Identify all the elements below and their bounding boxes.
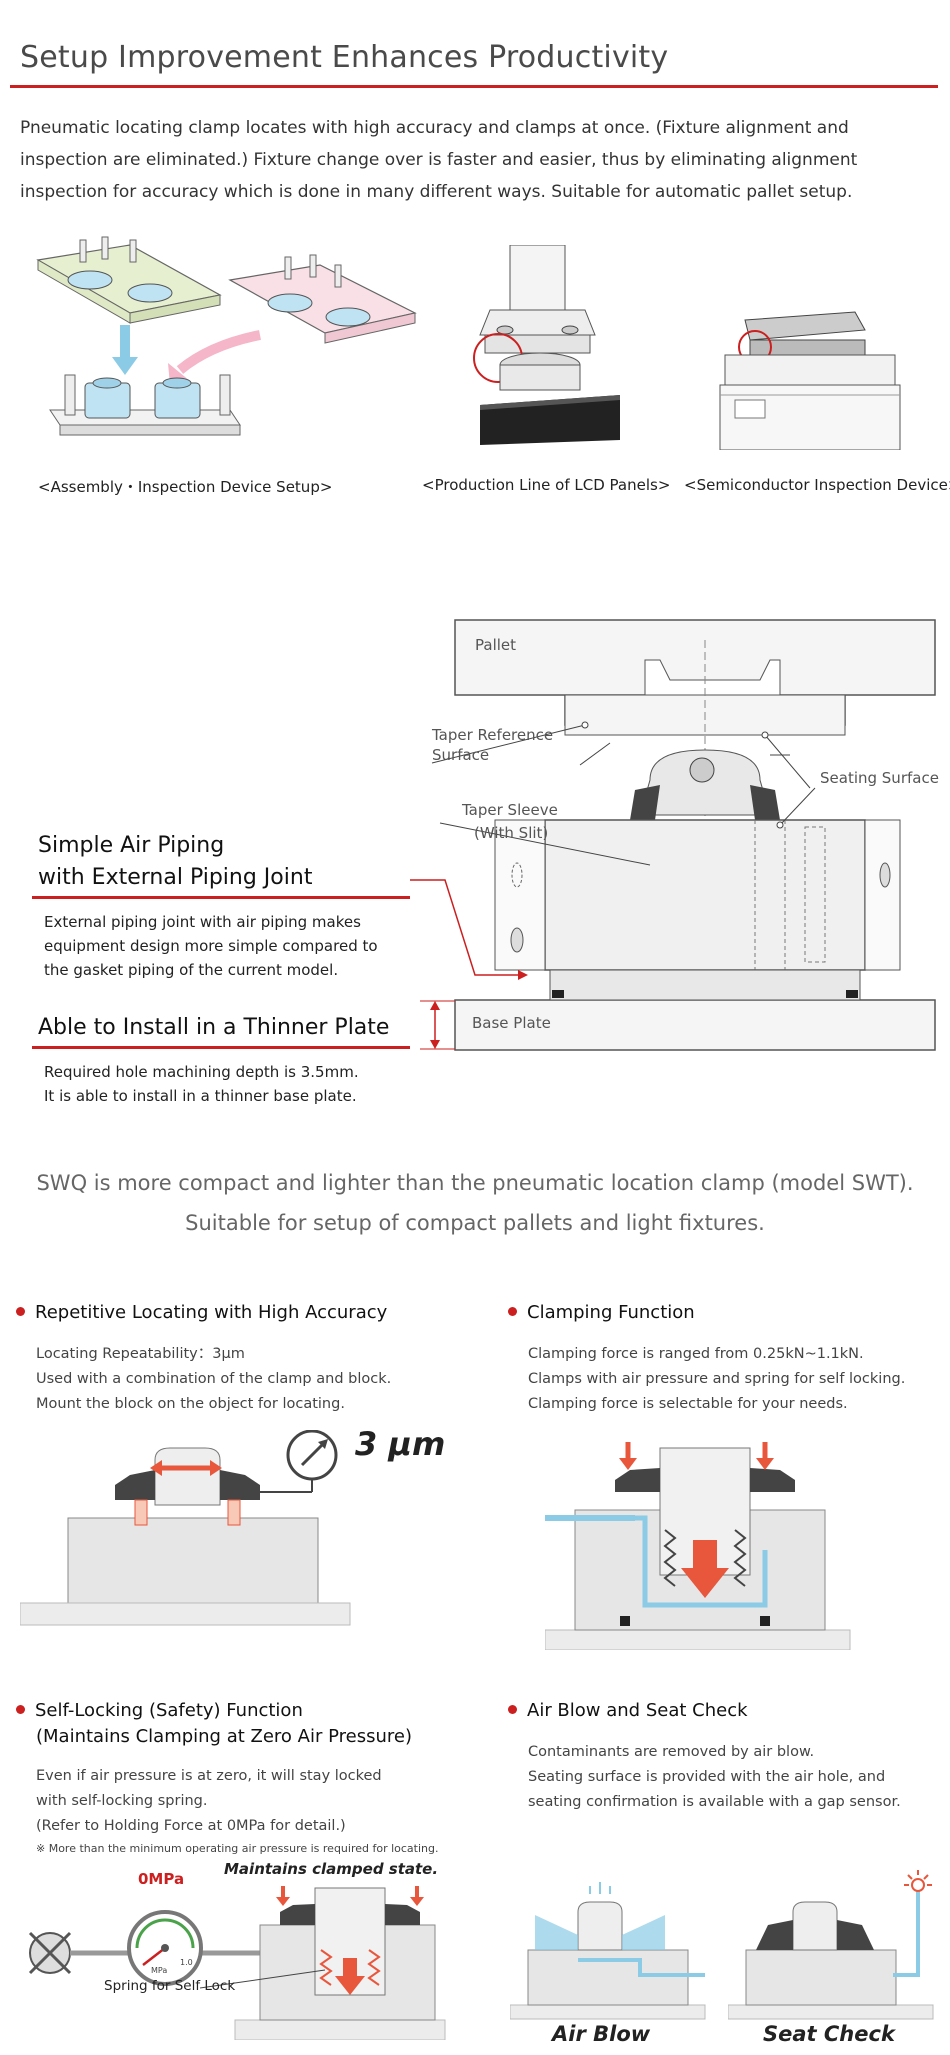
page-title: Setup Improvement Enhances Productivity — [20, 40, 669, 75]
caption-assembly: <Assembly・Inspection Device Setup> — [38, 478, 333, 496]
clamping-function-illustration — [545, 1442, 851, 1650]
maintains-label: Maintains clamped state. — [224, 1860, 439, 1878]
bullet-dot — [16, 1704, 25, 1714]
label-taper-sleeve-2: (With Slit) — [474, 824, 549, 842]
self-locking-line-2: with self-locking spring. — [36, 1793, 208, 1809]
label-pallet: Pallet — [475, 636, 517, 654]
feature-thinner-plate-rule — [32, 1046, 410, 1049]
air-blow-caption: Air Blow — [552, 2022, 651, 2046]
clamping-line-2: Clamps with air pressure and spring for … — [528, 1371, 906, 1387]
caption-semiconductor: <Semiconductor Inspection Device> — [684, 476, 950, 494]
semiconductor-device-illustration — [719, 311, 901, 450]
assembly-setup-illustration — [36, 236, 417, 436]
repetitive-line-1: Locating Repeatability：3μm — [36, 1346, 245, 1362]
label-base-plate: Base Plate — [472, 1014, 551, 1032]
bullet-dot — [508, 1704, 517, 1714]
title-divider — [10, 85, 938, 88]
intro-paragraph: Pneumatic locating clamp locates with hi… — [20, 118, 858, 202]
gauge-unit-label: MPa — [151, 1966, 168, 1975]
self-locking-note: ※ More than the minimum operating air pr… — [36, 1842, 439, 1855]
label-seating-surface: Seating Surface — [820, 769, 939, 787]
feature-air-piping-title-1: Simple Air Piping — [38, 833, 225, 858]
repetitive-gauge-value: 3 μm — [355, 1425, 446, 1463]
self-locking-line-3: (Refer to Holding Force at 0MPa for deta… — [36, 1818, 346, 1834]
section-self-locking-title-2: (Maintains Clamping at Zero Air Pressure… — [36, 1726, 412, 1747]
clamp-cross-section-diagram — [410, 619, 936, 1051]
section-clamping-title: Clamping Function — [508, 1300, 695, 1326]
repetitive-line-2: Used with a combination of the clamp and… — [36, 1371, 392, 1387]
self-locking-line-1: Even if air pressure is at zero, it will… — [36, 1768, 382, 1784]
section-repetitive-title: Repetitive Locating with High Accuracy — [16, 1300, 387, 1326]
feature-thinner-plate-desc-1: Required hole machining depth is 3.5mm. — [44, 1063, 359, 1081]
air-blow-illustration — [510, 1882, 706, 2020]
section-self-locking-title-1: Self-Locking (Safety) Function — [16, 1698, 303, 1724]
self-locking-illustration — [28, 1886, 446, 2040]
feature-air-piping-desc-3: the gasket piping of the current model. — [44, 961, 339, 979]
pressure-label: 0MPa — [138, 1870, 185, 1888]
feature-thinner-plate-desc-2: It is able to install in a thinner base … — [44, 1087, 357, 1105]
caption-lcd: <Production Line of LCD Panels> — [422, 476, 671, 494]
feature-air-piping-desc-1: External piping joint with air piping ma… — [44, 913, 361, 931]
spring-label: Spring for Self Lock — [104, 1978, 236, 1994]
summary-line-2: Suitable for setup of compact pallets an… — [185, 1211, 765, 1235]
section-self-locking-title-text: Self-Locking (Safety) Function — [35, 1700, 303, 1721]
seat-check-caption: Seat Check — [763, 2022, 895, 2046]
feature-thinner-plate-title: Able to Install in a Thinner Plate — [38, 1015, 390, 1040]
air-blow-line-1: Contaminants are removed by air blow. — [528, 1744, 815, 1760]
bullet-dot — [508, 1306, 517, 1316]
repetitive-line-3: Mount the block on the object for locati… — [36, 1396, 345, 1412]
bullet-dot — [16, 1306, 25, 1316]
summary-line-1: SWQ is more compact and lighter than the… — [36, 1171, 914, 1195]
air-blow-line-2: Seating surface is provided with the air… — [528, 1769, 886, 1785]
label-taper-reference: Taper Reference — [432, 726, 554, 744]
repetitive-locating-illustration — [20, 1430, 351, 1626]
feature-air-piping-rule — [32, 896, 410, 899]
clamping-line-3: Clamping force is selectable for your ne… — [528, 1396, 848, 1412]
feature-air-piping-desc-2: equipment design more simple compared to — [44, 937, 378, 955]
section-air-blow-title: Air Blow and Seat Check — [508, 1698, 748, 1724]
label-taper-reference-2: Surface — [432, 746, 490, 764]
air-blow-line-3: seating confirmation is available with a… — [528, 1794, 901, 1810]
feature-air-piping-title-2: with External Piping Joint — [38, 865, 313, 890]
lcd-line-illustration — [473, 245, 620, 445]
seat-check-illustration — [728, 1870, 934, 2020]
section-air-blow-title-text: Air Blow and Seat Check — [527, 1700, 748, 1721]
section-clamping-title-text: Clamping Function — [527, 1302, 695, 1323]
label-taper-sleeve: Taper Sleeve — [462, 801, 558, 819]
section-repetitive-title-text: Repetitive Locating with High Accuracy — [35, 1302, 388, 1323]
clamping-line-1: Clamping force is ranged from 0.25kN~1.1… — [528, 1346, 864, 1362]
gauge-max-label: 1.0 — [180, 1958, 193, 1967]
